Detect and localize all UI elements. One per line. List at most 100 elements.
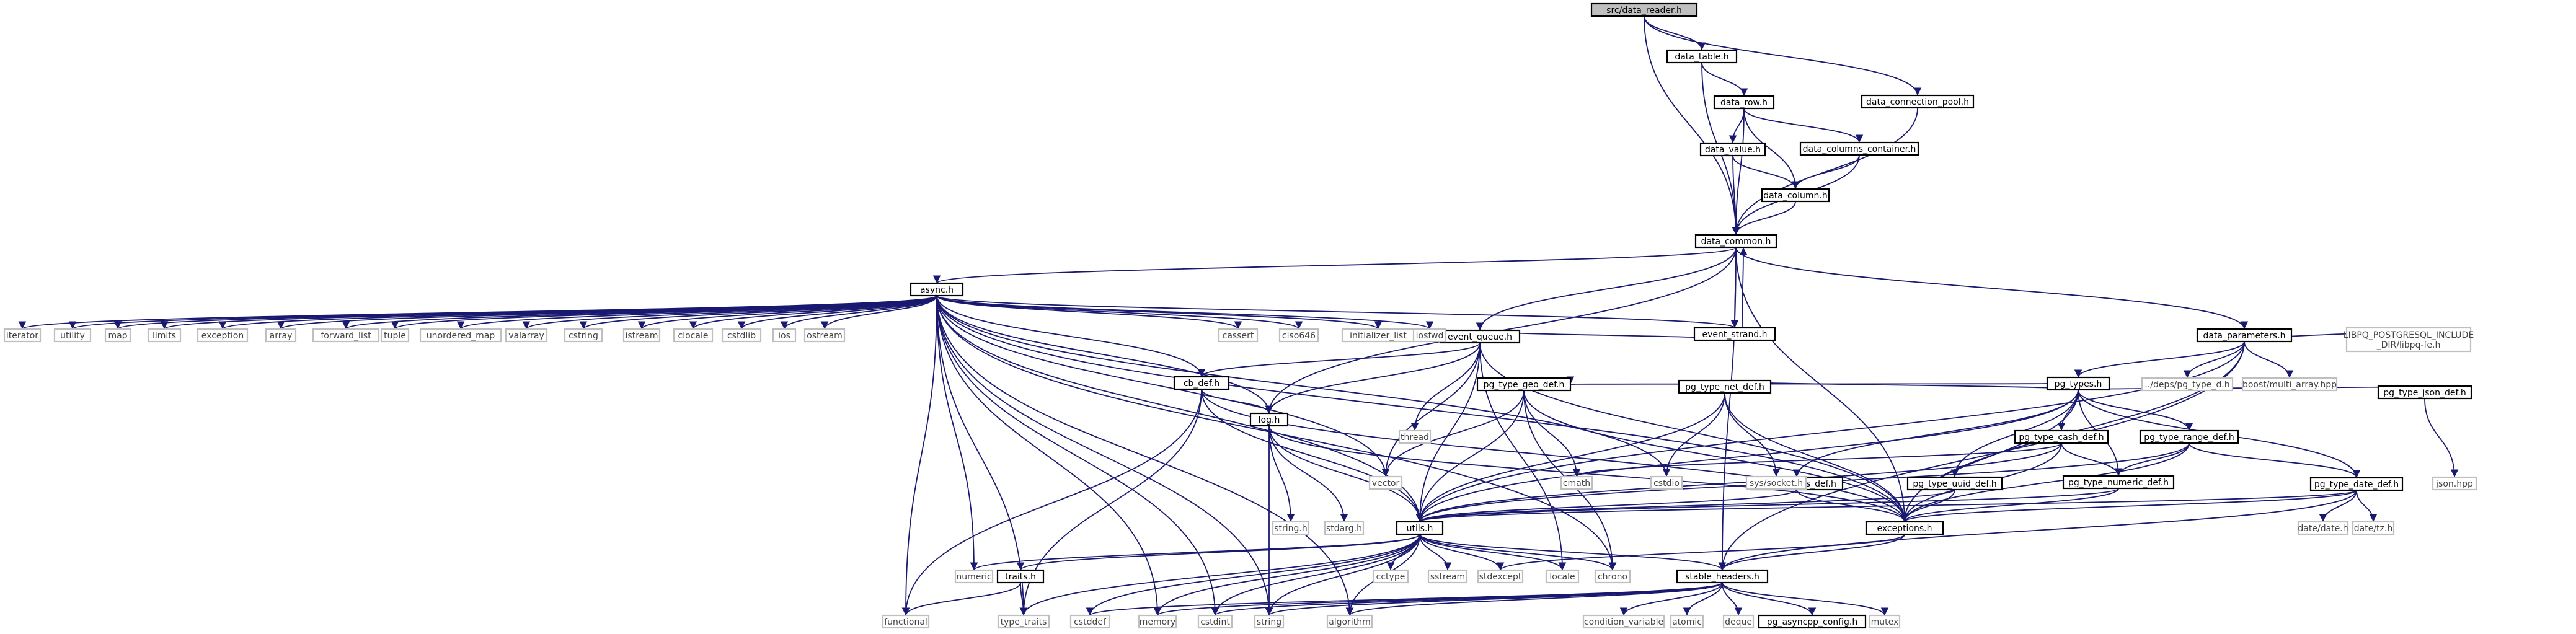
node-label: vector xyxy=(1372,478,1400,488)
node-x-mutex: mutex xyxy=(1869,614,1901,629)
edge-n_date-to-n_exceptions xyxy=(1901,490,2357,522)
node-n-uuid[interactable]: pg_type_uuid_def.h xyxy=(1906,476,2003,491)
edge-n_geo-to-n_utils xyxy=(1415,390,1525,522)
node-box xyxy=(1427,569,1468,584)
edge-n_event_queue-to-x_thread xyxy=(1410,342,1481,431)
node-x-unordered-map: unordered_map xyxy=(419,328,502,343)
node-x-cstdlib: cstdlib xyxy=(721,328,762,343)
node-label: cstdint xyxy=(1200,617,1230,627)
node-n-range[interactable]: pg_type_range_def.h xyxy=(2139,429,2239,444)
node-label: pg_type_date_def.h xyxy=(2314,480,2399,490)
node-n-value[interactable]: data_value.h xyxy=(1699,142,1766,157)
node-box xyxy=(312,328,380,343)
node-n-utils[interactable]: utils.h xyxy=(1396,521,1444,535)
node-x-exception: exception xyxy=(197,328,249,343)
node-n-params[interactable]: data_parameters.h xyxy=(2196,328,2293,343)
node-label: atomic xyxy=(1672,617,1702,627)
edge-n_async-to-x_cstdio xyxy=(936,295,1671,477)
node-n-stable[interactable]: stable_headers.h xyxy=(1676,569,1769,584)
node-box xyxy=(1693,327,1776,341)
edge-n_uuid-to-n_utils xyxy=(1416,489,1955,522)
node-box xyxy=(997,614,1050,629)
edge-n_stable-to-x_string xyxy=(1265,582,1723,616)
node-label: json.hpp xyxy=(2435,479,2473,489)
node-box xyxy=(1758,614,1867,629)
node-n-numeric[interactable]: pg_type_numeric_def.h xyxy=(2062,475,2175,490)
node-x-cstdio: cstdio xyxy=(1650,475,1683,490)
edge-n_net-to-x_sys_socket xyxy=(1724,392,1781,477)
node-label: limits xyxy=(153,331,176,341)
node-n-log[interactable]: log.h xyxy=(1249,412,1289,427)
node-label: functional xyxy=(884,617,927,627)
node-label: chrono xyxy=(1598,572,1627,582)
node-box xyxy=(1590,2,1698,17)
edge-n_event_queue-to-n_utils xyxy=(1415,342,1481,522)
node-box xyxy=(622,328,661,343)
node-label: pg_type_json_def.h xyxy=(2383,388,2466,398)
node-box xyxy=(505,328,548,343)
node-x-iosfwd: iosfwd xyxy=(1412,328,1447,343)
node-label: tuple xyxy=(384,331,406,341)
node-box xyxy=(1722,614,1755,629)
edge-n_stable-to-x_condition_variable xyxy=(1619,582,1723,616)
node-n-json[interactable]: pg_type_json_def.h xyxy=(2377,385,2472,400)
node-n-event-strand[interactable]: event_strand.h xyxy=(1693,327,1776,341)
node-label: pg_type_numeric_def.h xyxy=(2068,478,2169,488)
node-n-column[interactable]: data_column.h xyxy=(1761,188,1830,203)
node-n-async[interactable]: async.h xyxy=(910,282,964,297)
node-x-memory: memory xyxy=(1138,614,1177,629)
edge-n_stable-to-x_mutex xyxy=(1722,582,1889,616)
node-n-event-queue[interactable]: event_queue.h xyxy=(1439,329,1521,344)
node-n-pool[interactable]: data_connection_pool.h xyxy=(1861,94,1975,109)
node-x-forward-list: forward_list xyxy=(312,328,380,343)
node-n-cash[interactable]: pg_type_cash_def.h xyxy=(2014,429,2109,444)
node-x-array: array xyxy=(265,328,297,343)
node-x-ios: ios xyxy=(772,328,797,343)
node-label: date/tz.h xyxy=(2354,524,2392,534)
node-label: LIBPQ_POSTGRESQL_INCLUDE xyxy=(2344,330,2474,340)
node-box xyxy=(1666,49,1738,64)
node-n-geo[interactable]: pg_type_geo_def.h xyxy=(1476,377,1572,392)
node-label: cstring xyxy=(569,331,598,341)
edge-n_common-to-n_params xyxy=(1735,247,2249,330)
edge-n_row-to-n_common xyxy=(1732,108,1745,236)
node-n-cb-def[interactable]: cb_def.h xyxy=(1173,376,1230,390)
edge-n_async-to-x_cstdint xyxy=(936,295,1219,616)
node-x-istream: istream xyxy=(622,328,661,343)
node-n-exceptions[interactable]: exceptions.h xyxy=(1865,521,1944,535)
node-box xyxy=(1745,475,1807,490)
node-n-row[interactable]: data_row.h xyxy=(1713,95,1775,110)
node-label: date/date.h xyxy=(2298,524,2348,534)
node-label: initializer_list xyxy=(1350,331,1407,341)
node-n-traits[interactable]: traits.h xyxy=(996,569,1045,584)
edge-n_value-to-n_column xyxy=(1732,155,1800,190)
node-label: data_row.h xyxy=(1720,98,1768,108)
node-n-pgcfg[interactable]: pg_asyncpp_config.h xyxy=(1758,614,1867,629)
node-x-sstream: sstream xyxy=(1427,569,1468,584)
node-box xyxy=(2014,429,2109,444)
edge-n_range-to-n_exceptions xyxy=(1900,442,2190,522)
node-box xyxy=(1476,377,1572,392)
node-x-sys-socket: sys/socket.h xyxy=(1745,475,1807,490)
node-n-date[interactable]: pg_type_date_def.h xyxy=(2309,477,2404,491)
node-box xyxy=(1678,379,1772,394)
node-label: pg_type_range_def.h xyxy=(2144,433,2234,442)
node-n-pg-types[interactable]: pg_types.h xyxy=(2046,376,2110,391)
edge-n_stable-to-x_memory xyxy=(1154,582,1723,616)
edge-n_utils-to-x_cstdint xyxy=(1211,534,1420,616)
node-box xyxy=(1560,475,1593,490)
node-box xyxy=(2352,521,2395,535)
node-n-common[interactable]: data_common.h xyxy=(1694,234,1777,249)
node-box xyxy=(1869,614,1901,629)
node-n-table[interactable]: data_table.h xyxy=(1666,49,1738,64)
node-box xyxy=(1326,614,1373,629)
edge-n_root-to-n_common xyxy=(1644,15,1740,236)
node-n-root[interactable]: src/data_reader.h xyxy=(1590,2,1698,17)
node-box xyxy=(2139,429,2239,444)
edge-n_root-to-n_table xyxy=(1644,15,1706,51)
edge-n_async-to-x_initializer_list xyxy=(936,295,1382,330)
node-n-colcont[interactable]: data_columns_container.h xyxy=(1799,141,1919,156)
node-n-net[interactable]: pg_type_net_def.h xyxy=(1678,379,1772,394)
node-box xyxy=(1398,429,1432,444)
node-box xyxy=(380,328,410,343)
